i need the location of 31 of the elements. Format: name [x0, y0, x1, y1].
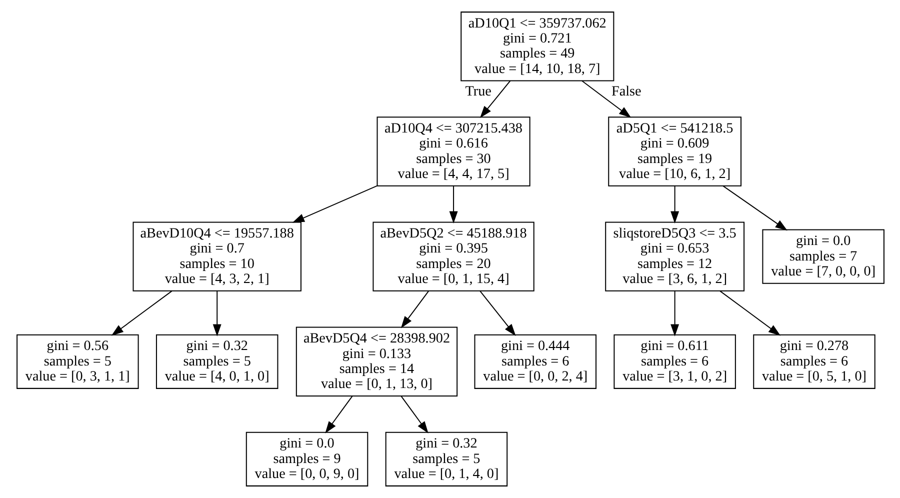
node-box: gini = 0.56 samples = 5 value = [0, 3, 1, 1] [16, 334, 138, 389]
edge-label: True [464, 83, 491, 100]
arrow [212, 291, 221, 336]
arrow [722, 186, 787, 231]
node-box: gini = 0.32 samples = 5 value = [4, 0, 1, 0] [155, 334, 278, 389]
node-box: gini = 0.444 samples = 6 value = [0, 0, 2, 4] [474, 334, 596, 389]
node-box: aD10Q4 <= 307215.438 gini = 0.616 samples = 30 value = [4, 4, 17, 5] [376, 116, 530, 186]
arrow [479, 290, 516, 336]
node-box: gini = 0.0 samples = 7 value = [7, 0, 0, 0] [762, 229, 884, 284]
node-box: gini = 0.32 samples = 5 value = [0, 1, 4, 0] [384, 432, 508, 486]
arrow [719, 290, 780, 336]
node-box: gini = 0.611 samples = 6 value = [3, 1, 0, 2] [613, 334, 736, 389]
arrow [110, 290, 172, 336]
arrow [400, 396, 428, 434]
arrow [670, 291, 679, 336]
node-box: sliqstoreD5Q3 <= 3.5 gini = 0.653 samples = 12 value = [3, 6, 1, 2] [604, 222, 744, 292]
arrow [324, 396, 352, 434]
node-box: aBevD5Q2 <= 45188.918 gini = 0.395 samples = 20 value = [0, 1, 15, 4] [372, 222, 534, 292]
node-box: gini = 0.278 samples = 6 value = [0, 5, 1, 0] [752, 334, 875, 389]
arrow [670, 186, 679, 224]
edge-label: False [610, 84, 641, 100]
node-box: aD5Q1 <= 541218.5 gini = 0.609 samples = 19 value = [10, 6, 1, 2] [608, 116, 741, 186]
arrow [581, 80, 631, 118]
arrow [292, 185, 377, 223]
arrow [448, 186, 458, 224]
node-box: aBevD5Q4 <= 28398.902 gini = 0.133 samples = 14 value = [0, 1, 13, 0] [295, 326, 458, 397]
node-box: gini = 0.0 samples = 9 value = [0, 0, 9, 0] [245, 432, 368, 486]
node-box: aBevD10Q4 <= 19557.188 gini = 0.7 samples = 10 value = [4, 3, 2, 1] [132, 222, 301, 292]
arrow [479, 80, 510, 118]
node-box: aD10Q1 <= 359737.062 gini = 0.721 samples = 49 value = [14, 10, 18, 7] [460, 12, 614, 82]
arrow [400, 290, 428, 328]
